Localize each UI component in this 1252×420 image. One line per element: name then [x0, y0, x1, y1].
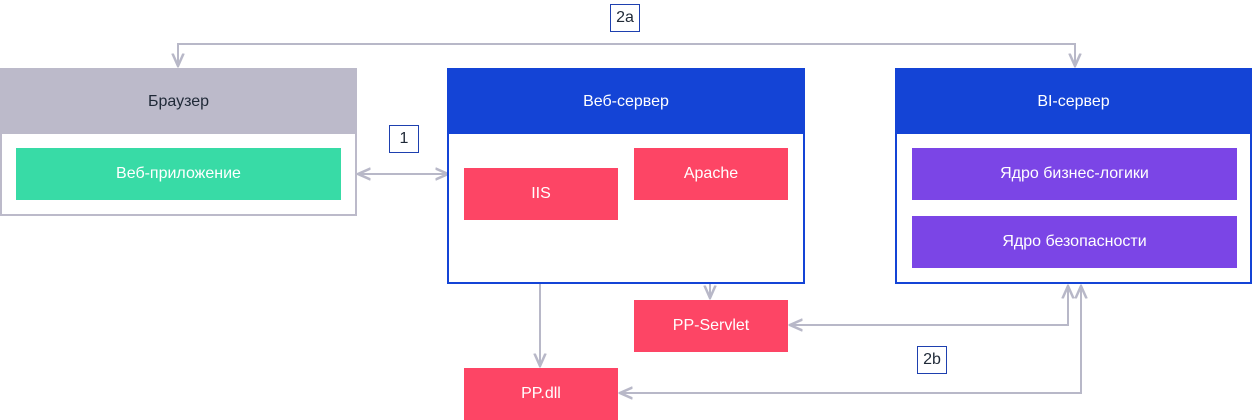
web-app-box: Веб-приложение: [16, 148, 341, 200]
apache-box: Apache: [634, 148, 788, 200]
connector-tag-1-label: 1: [399, 130, 409, 147]
iis-label: IIS: [531, 185, 551, 202]
bi-server-title: BI-сервер: [1037, 93, 1110, 110]
web-server-title: Веб-сервер: [583, 93, 669, 110]
connector-tag-2a: 2a: [610, 4, 640, 32]
pp-servlet-label: PP-Servlet: [672, 317, 750, 334]
pp-servlet-box: PP-Servlet: [634, 300, 788, 352]
web-server-header: Веб-сервер: [449, 70, 803, 134]
pp-dll-label: PP.dll: [521, 385, 561, 402]
security-core-label: Ядро безопасности: [1002, 233, 1147, 250]
web-app-label: Веб-приложение: [116, 165, 241, 182]
pp-dll-box: PP.dll: [464, 368, 618, 420]
arrow-2b: [620, 286, 1081, 393]
business-logic-core-label: Ядро бизнес-логики: [1000, 165, 1149, 182]
connector-tag-1: 1: [389, 125, 419, 153]
iis-box: IIS: [464, 168, 618, 220]
bi-server-header: BI-сервер: [897, 70, 1250, 134]
browser-title: Браузер: [147, 93, 210, 110]
connector-tag-2b: 2b: [917, 346, 947, 374]
browser-header: Браузер: [2, 70, 355, 134]
security-core-box: Ядро безопасности: [912, 216, 1237, 268]
connector-tag-2b-label: 2b: [923, 351, 941, 368]
connector-tag-2a-label: 2a: [616, 9, 634, 26]
arrow-servlet-bi: [790, 286, 1068, 325]
arrow-2a: [178, 43, 1075, 66]
apache-label: Apache: [683, 165, 739, 182]
business-logic-core-box: Ядро бизнес-логики: [912, 148, 1237, 200]
